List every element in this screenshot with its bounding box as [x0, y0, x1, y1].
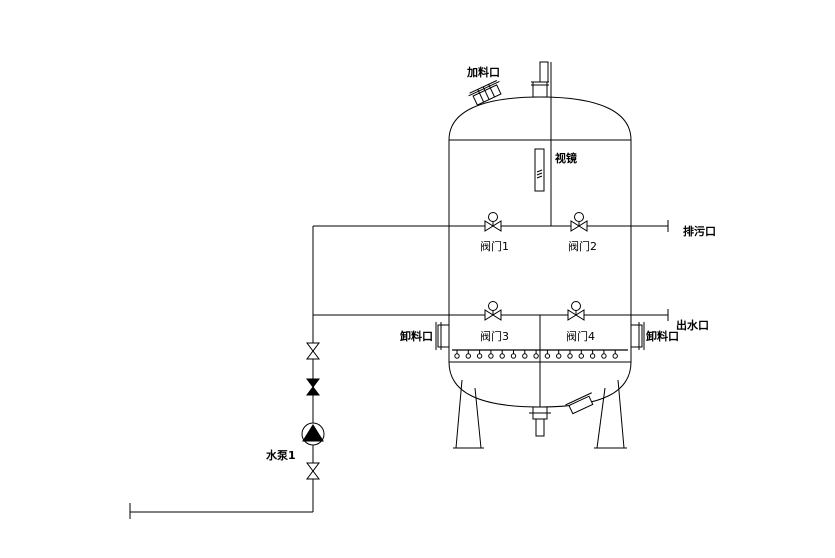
valve-3[interactable] — [484, 301, 502, 321]
riser-valve-upper[interactable] — [306, 342, 320, 360]
valve-3-label: 阀门3 — [480, 329, 509, 343]
water-pump[interactable] — [301, 422, 325, 446]
distributor-nozzle — [488, 350, 494, 359]
valve-1[interactable] — [484, 212, 502, 232]
sight-glass — [534, 148, 545, 192]
distributor-nozzle — [522, 350, 528, 359]
pump-label: 水泵1 — [266, 448, 296, 462]
feed-inlet-nozzle — [468, 80, 502, 106]
valve-1-label: 阀门1 — [480, 239, 509, 253]
valve-2[interactable] — [570, 212, 588, 232]
riser-valve-lower[interactable] — [306, 462, 320, 480]
sight-glass-label: 视镜 — [555, 151, 577, 165]
distributor-plate — [452, 349, 628, 359]
discharge-right-label: 卸料口 — [646, 329, 679, 343]
distributor-nozzle — [601, 350, 607, 359]
feed-inlet-label: 加料口 — [466, 65, 500, 79]
distributor-nozzle — [465, 350, 471, 359]
distributor-nozzle — [567, 350, 573, 359]
drain-label: 排污口 — [683, 224, 716, 238]
distributor-nozzle — [533, 350, 539, 359]
distributor-nozzle — [589, 350, 596, 359]
distributor-nozzle — [544, 350, 551, 359]
discharge-port-left — [435, 322, 450, 350]
valve-4[interactable] — [567, 301, 585, 321]
top-nozzle — [531, 61, 552, 226]
distributor-nozzle — [476, 350, 483, 359]
bottom-outlet — [529, 406, 551, 437]
distributor-nozzle — [612, 350, 618, 359]
discharge-port-right — [630, 322, 645, 350]
valve-2-label: 阀门2 — [568, 239, 597, 253]
distributor-nozzle — [510, 350, 517, 359]
distributor-nozzle — [499, 350, 505, 359]
distributor-nozzle — [556, 350, 562, 359]
distributor-nozzle — [578, 350, 584, 359]
valve-4-label: 阀门4 — [566, 329, 595, 343]
bottom-angled-nozzle — [565, 392, 594, 415]
discharge-left-label: 卸料口 — [400, 329, 433, 343]
distributor-nozzle — [454, 350, 460, 359]
tank-legs — [453, 379, 627, 449]
water-outlet-label: 出水口 — [676, 318, 709, 332]
riser-check-valve[interactable] — [306, 378, 320, 396]
